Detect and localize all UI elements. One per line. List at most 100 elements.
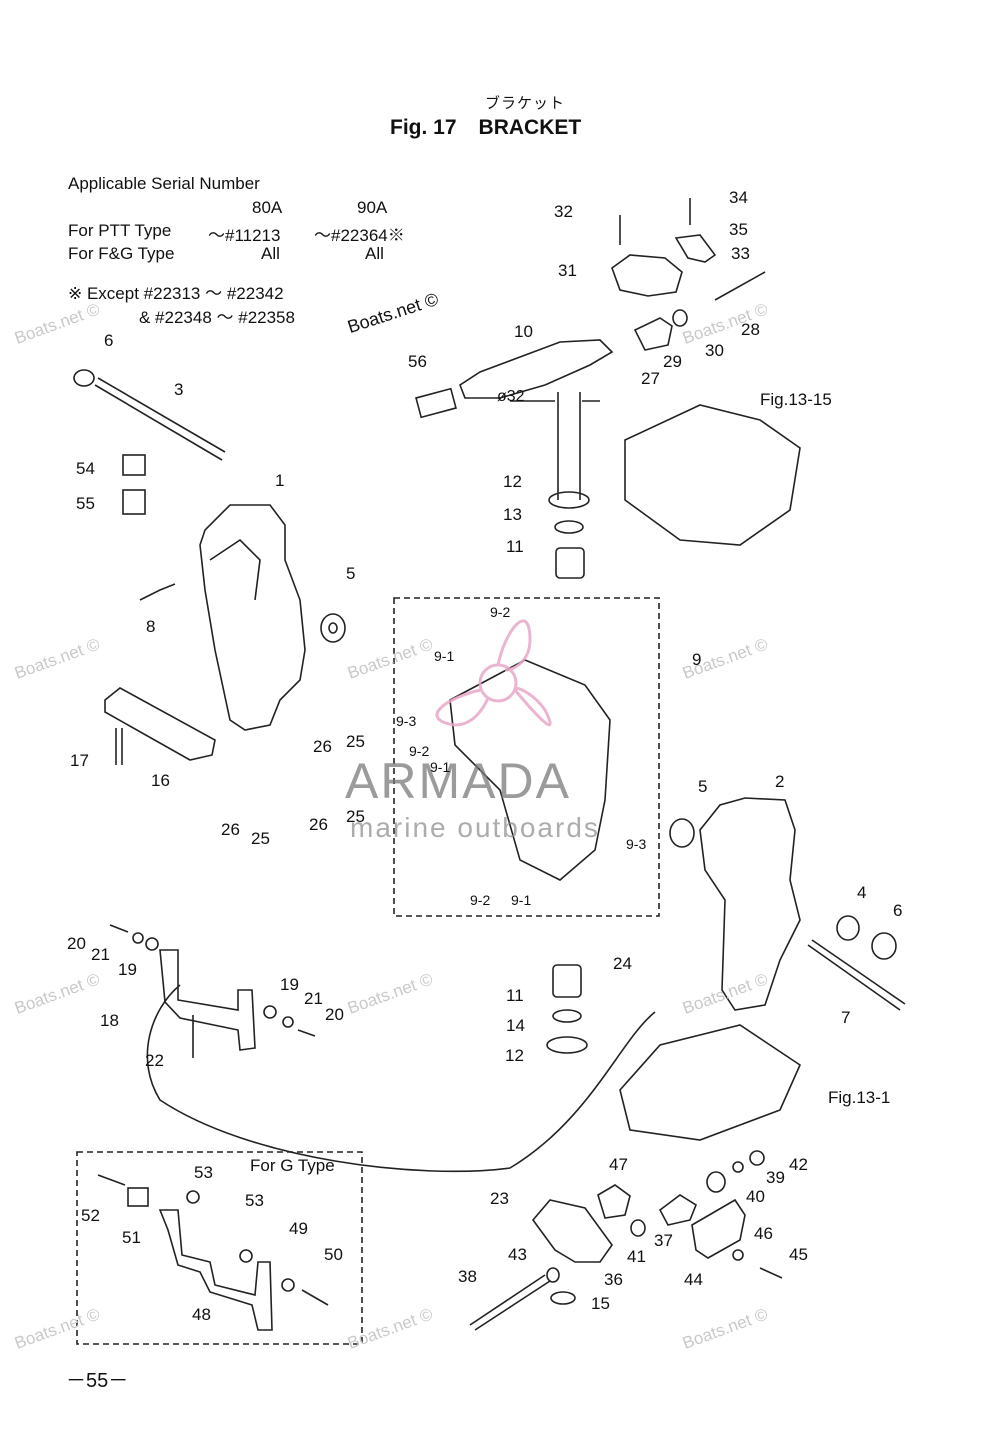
part-number: 8 (146, 617, 156, 636)
part-number: 13 (503, 505, 522, 524)
for-g-type-label: For G Type (250, 1156, 335, 1175)
part-number: 53 (194, 1163, 213, 1182)
part-number: 16 (151, 771, 170, 790)
pin-8 (139, 583, 176, 601)
bracket-1 (199, 504, 306, 731)
serial-heading: Applicable Serial Number (68, 174, 260, 193)
part-number: 19 (280, 975, 299, 994)
bracket-2 (699, 797, 801, 1011)
plate-55 (122, 489, 146, 515)
part-number: 17 (70, 751, 89, 770)
part-number: 21 (91, 945, 110, 964)
part-number: 1 (275, 471, 285, 490)
col-90a: 90A (357, 198, 388, 217)
ref-fig13-1: Fig.13-1 (828, 1088, 891, 1107)
link-48 (158, 1209, 273, 1331)
part-number: 51 (122, 1228, 141, 1247)
fg-label: For F&G Type (68, 244, 175, 263)
part-number: 4 (857, 883, 867, 902)
part-number: 14 (506, 1016, 525, 1035)
part-number: 38 (458, 1267, 477, 1286)
part-number: 28 (741, 320, 760, 339)
part-number: 26 (221, 820, 240, 839)
through-bolt-3 (73, 369, 226, 461)
part-number: 45 (789, 1245, 808, 1264)
grip-56 (415, 387, 457, 419)
japanese-title: ブラケット (485, 95, 566, 112)
part-number: 15 (591, 1294, 610, 1313)
ptt-label: For PTT Type (68, 221, 172, 240)
part-number: 30 (705, 341, 724, 360)
part-number: 40 (746, 1187, 765, 1206)
col-80a: 80A (252, 198, 283, 217)
part-number: 9 (692, 650, 702, 669)
part-number: 33 (731, 244, 750, 263)
fg-90a: All (365, 244, 384, 263)
part-number: 32 (554, 202, 573, 221)
fg-80a: All (261, 244, 280, 263)
part-number: 25 (251, 829, 270, 848)
clamp-31 (611, 254, 683, 297)
except-line2: & #22348 ～ #22358 (139, 308, 295, 327)
part-number: 50 (324, 1245, 343, 1264)
except-line1: ※ Except #22313 ～ #22342 (68, 284, 284, 303)
part-number: 9-1 (430, 759, 451, 775)
tilt-bracket-36 (531, 1199, 613, 1263)
part-number: 12 (503, 472, 522, 491)
plate-44 (691, 1198, 746, 1259)
part-number: 6 (104, 331, 114, 350)
steering-arm-10 (459, 339, 614, 399)
part-number: 47 (609, 1155, 628, 1174)
washer-5 (320, 613, 346, 643)
swivel-box-9 (393, 597, 660, 917)
part-number: 9-3 (626, 836, 647, 852)
part-number: 42 (789, 1155, 808, 1174)
pin-37 (658, 1194, 697, 1226)
plate-33 (674, 234, 717, 263)
cable-23 (146, 984, 656, 1173)
collar-51 (127, 1187, 149, 1207)
swivel-9 (449, 659, 611, 881)
bush-27 (633, 317, 673, 351)
part-number: 3 (174, 380, 184, 399)
part-number: 5 (698, 777, 708, 796)
clip-15 (550, 1291, 576, 1305)
part-number: 19 (118, 960, 137, 979)
ref-fig13-15: Fig.13-15 (760, 390, 832, 409)
plate-16 (104, 687, 216, 761)
part-number: 48 (192, 1305, 211, 1324)
link-18 (159, 949, 256, 1051)
ptt-90a: ～#22364※ (314, 226, 405, 245)
part-number: 9-1 (511, 892, 532, 908)
diameter-label: ø32 (497, 388, 525, 405)
part-number: 20 (325, 1005, 344, 1024)
part-number: 35 (729, 220, 748, 239)
part-number: 6 (893, 901, 903, 920)
figure-title: Fig. 17 BRACKET (390, 116, 581, 140)
g-type-box (76, 1151, 363, 1345)
housing-fig13-1 (619, 1024, 802, 1141)
part-number: 36 (604, 1270, 623, 1289)
part-number: 25 (346, 807, 365, 826)
part-number: 39 (766, 1168, 785, 1187)
cap-6 (871, 932, 897, 960)
part-number: 11 (506, 537, 524, 556)
part-number: 9-2 (490, 604, 511, 620)
ring-13 (554, 520, 584, 534)
part-number: 9-3 (396, 713, 417, 729)
propeller-logo (435, 619, 552, 727)
fig-label: Fig. 17 (390, 116, 457, 139)
part-number: 34 (729, 188, 748, 207)
part-number: 9-1 (434, 648, 455, 664)
washer-12 (548, 491, 590, 509)
part-number: 53 (245, 1191, 264, 1210)
plate-54 (122, 454, 146, 476)
part-number: 37 (654, 1231, 673, 1250)
part-number: 18 (100, 1011, 119, 1030)
part-number: 20 (67, 934, 86, 953)
part-number: 27 (641, 369, 660, 388)
fig-name: BRACKET (478, 116, 582, 139)
part-number: 9-2 (470, 892, 491, 908)
part-number: 25 (346, 732, 365, 751)
